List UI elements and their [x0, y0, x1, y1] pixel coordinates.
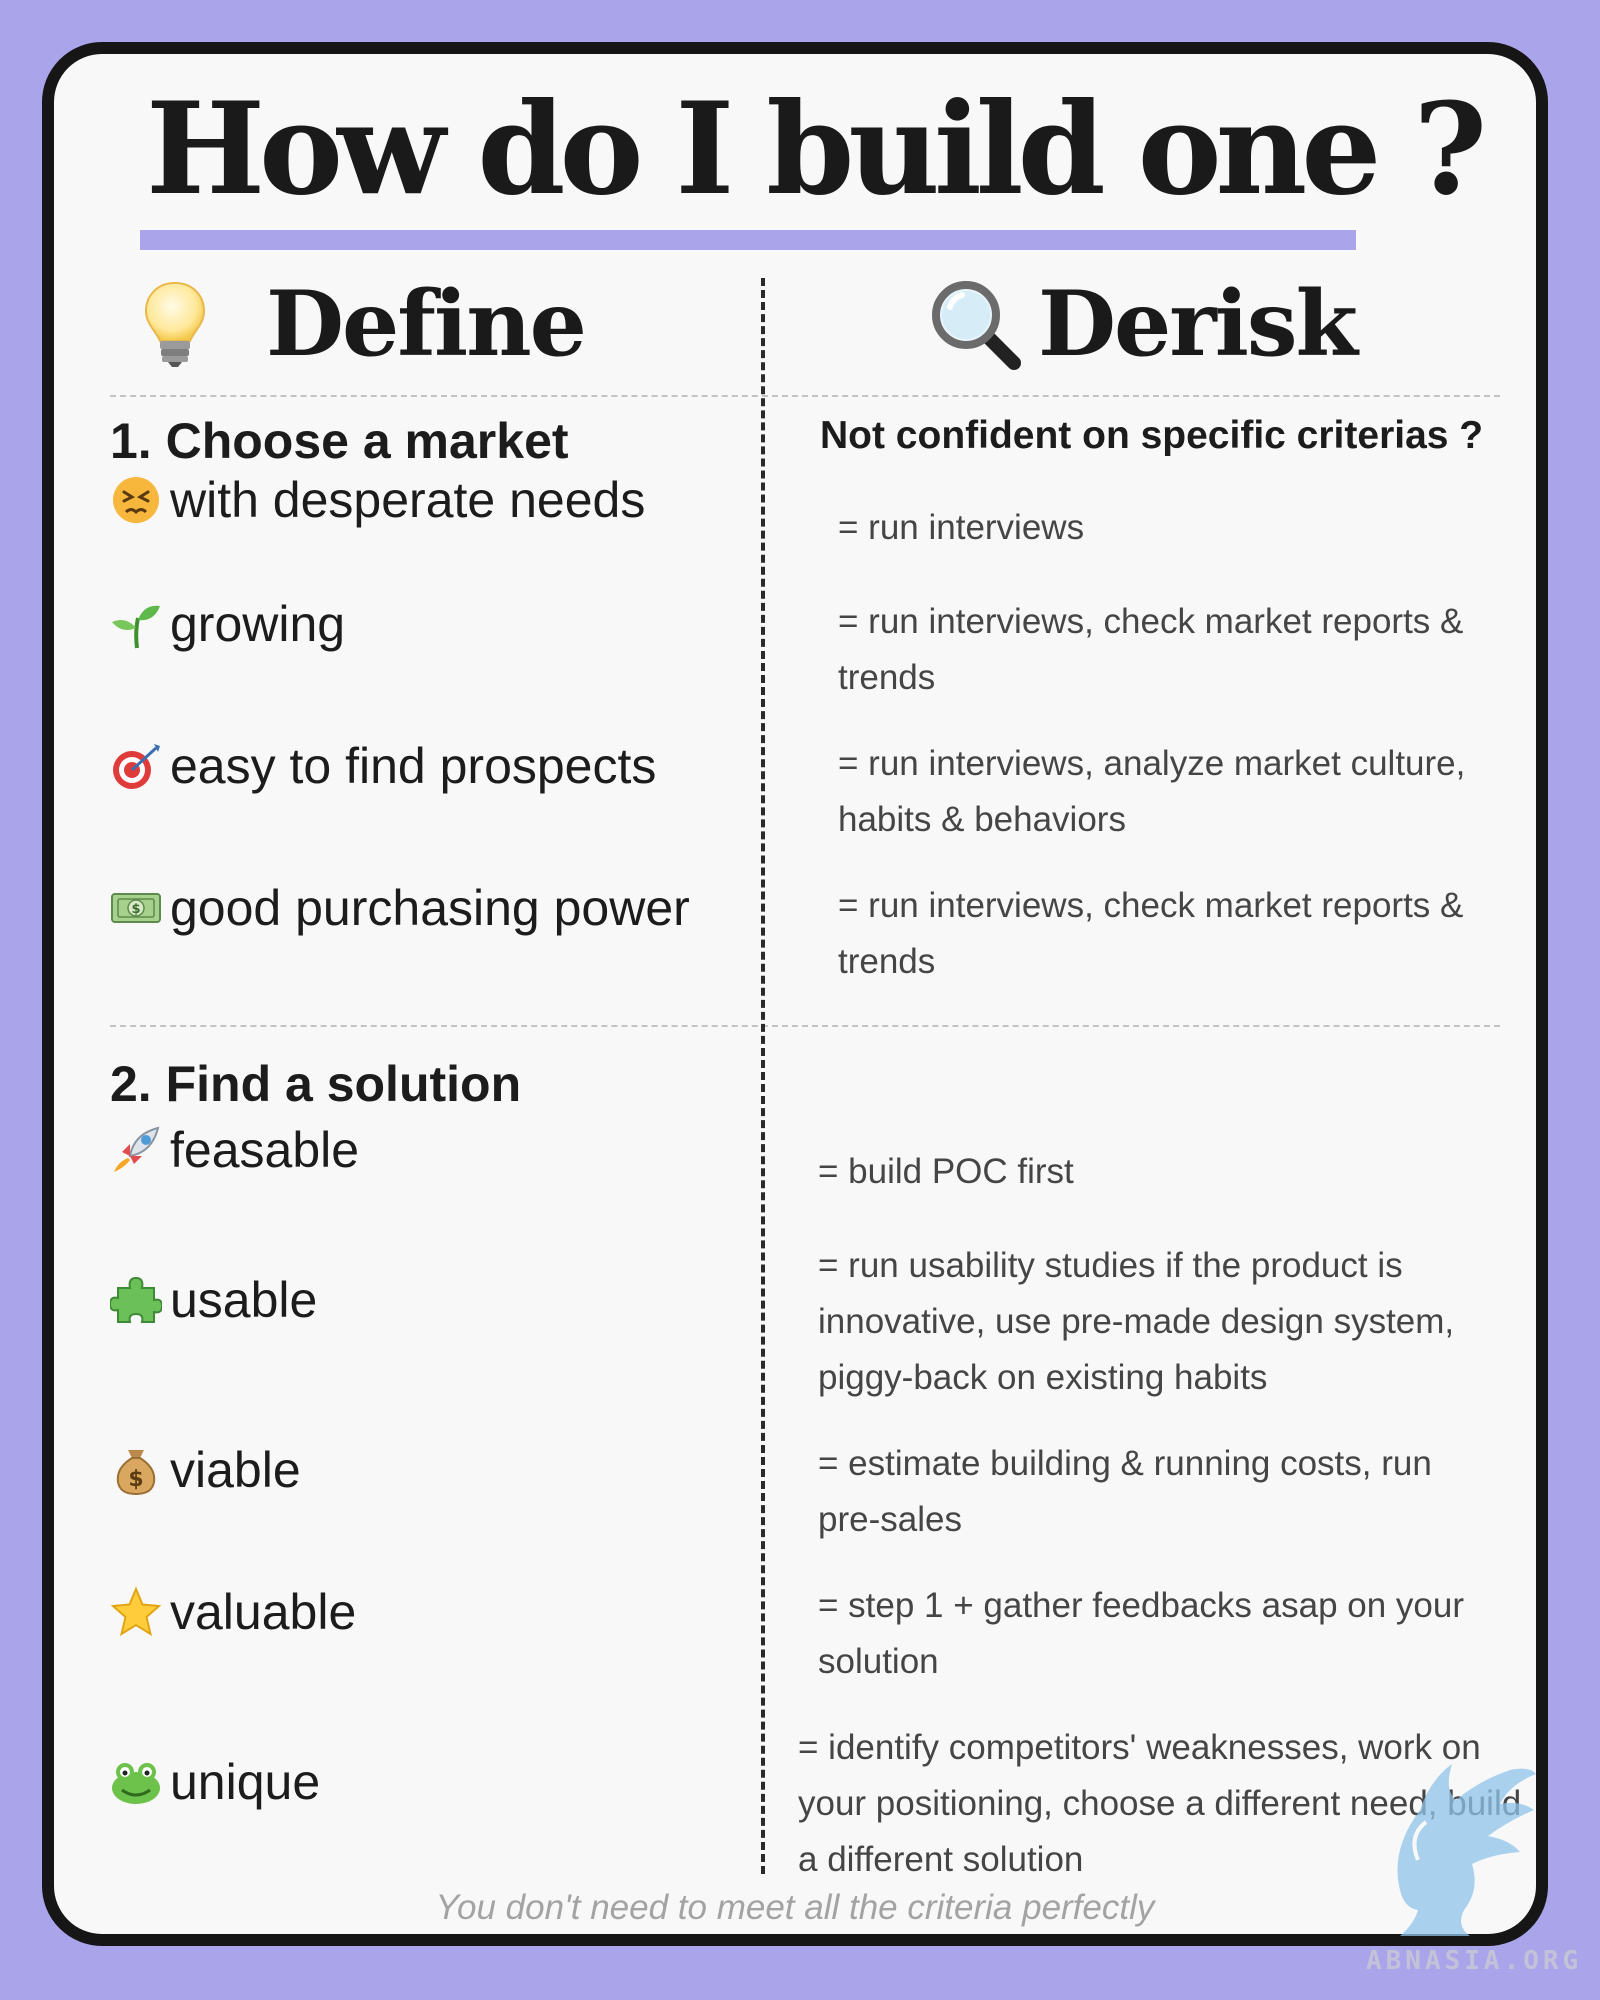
derisk-column-title: Derisk	[1038, 271, 1358, 377]
puzzle-piece-icon	[110, 1276, 162, 1323]
criterion-label: growing	[170, 596, 346, 652]
svg-text:$: $	[131, 902, 140, 917]
criterion-usable: usable	[110, 1274, 317, 1326]
criterion-label: with desperate needs	[170, 472, 646, 528]
criterion-label: feasable	[170, 1122, 360, 1178]
criterion-label: unique	[170, 1754, 321, 1810]
title-underline-bar	[140, 230, 1356, 250]
derisk-item-viable: = estimate building & running costs, run…	[818, 1444, 1432, 1539]
derisk-item-desperate-needs: = run interviews	[838, 508, 1085, 547]
criterion-feasable: feasable	[110, 1124, 359, 1176]
derisk-item-unique: = identify competitors' weaknesses, work…	[798, 1728, 1522, 1879]
rocket-icon	[114, 1126, 160, 1172]
persevering-face-icon	[113, 477, 159, 523]
money-bag-icon: $	[116, 1450, 156, 1496]
criterion-viable: $ viable	[110, 1444, 301, 1496]
criterion-growing: growing	[110, 598, 345, 650]
criterion-label: valuable	[170, 1584, 357, 1640]
column-divider	[761, 278, 765, 1874]
infographic-card: How do I build one ? Define Derisk 1. Ch…	[42, 42, 1548, 1946]
dollar-banknote-icon: $	[111, 893, 161, 923]
frog-icon	[112, 1763, 160, 1804]
criterion-unique: unique	[110, 1756, 320, 1808]
magnifying-glass-icon	[932, 281, 1021, 370]
seedling-icon	[112, 605, 160, 649]
footer-note: You don't need to meet all the criteria …	[435, 1888, 1155, 1927]
criterion-label: usable	[170, 1272, 318, 1328]
griffin-logo-icon	[1397, 1764, 1536, 1936]
criterion-valuable: valuable	[110, 1586, 356, 1638]
light-bulb-icon	[144, 281, 206, 367]
section-heading-solution: 2. Find a solution	[110, 1056, 522, 1112]
criterion-label: viable	[170, 1442, 301, 1498]
criterion-purchasing-power: $ good purchasing power	[110, 882, 690, 934]
criterion-desperate-needs: with desperate needs	[110, 474, 645, 526]
section-divider	[110, 1025, 1500, 1027]
watermark-text: ABNASIA.ORG	[1366, 1946, 1583, 1976]
criterion-label: easy to find prospects	[170, 738, 657, 794]
define-column-header: Define	[140, 270, 587, 378]
svg-text:$: $	[128, 1467, 143, 1492]
derisk-item-easy-prospects: = run interviews, analyze market culture…	[838, 744, 1466, 839]
page-title: How do I build one ?	[146, 75, 1487, 223]
section-heading-market: 1. Choose a market	[110, 413, 569, 469]
criterion-easy-prospects: easy to find prospects	[110, 740, 656, 792]
derisk-item-usable: = run usability studies if the product i…	[818, 1246, 1455, 1397]
derisk-section-heading: Not confident on specific criterias ?	[820, 414, 1484, 457]
criterion-label: good purchasing power	[170, 880, 690, 936]
direct-hit-target-icon	[113, 744, 160, 789]
derisk-item-growing: = run interviews, check market reports &…	[838, 602, 1464, 697]
header-divider	[110, 395, 1500, 397]
derisk-item-feasable: = build POC first	[818, 1152, 1074, 1191]
derisk-item-valuable: = step 1 + gather feedbacks asap on your…	[818, 1586, 1464, 1681]
define-column-title: Define	[266, 271, 587, 377]
star-icon	[110, 1586, 162, 1637]
derisk-item-purchasing-power: = run interviews, check market reports &…	[838, 886, 1464, 981]
derisk-column-header: Derisk	[928, 270, 1358, 378]
